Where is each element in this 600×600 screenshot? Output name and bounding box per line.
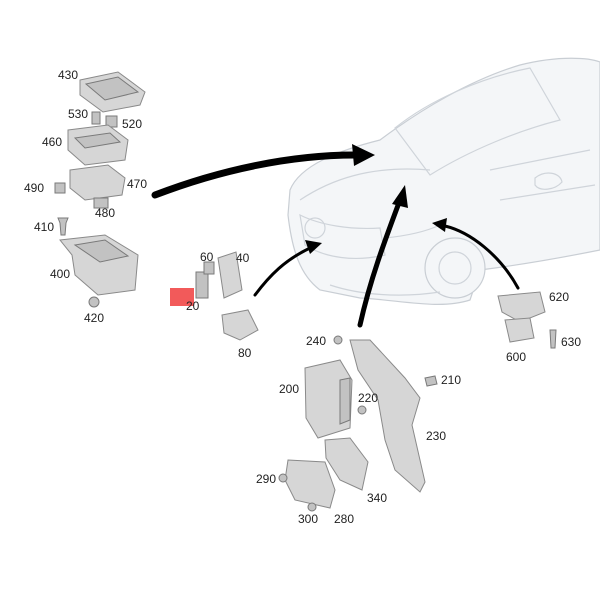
vehicle bbox=[287, 57, 600, 305]
part-300-screw bbox=[307, 502, 317, 512]
part-470-fuse-carrier bbox=[69, 164, 126, 201]
label-300: 300 bbox=[298, 512, 318, 526]
label-40: 40 bbox=[236, 251, 250, 265]
arrow-sensor-head bbox=[432, 218, 447, 232]
label-630: 630 bbox=[561, 335, 581, 349]
front-wheel bbox=[424, 237, 486, 299]
label-340: 340 bbox=[367, 491, 387, 505]
highlight-marker bbox=[170, 288, 194, 306]
part-280-module bbox=[284, 459, 336, 509]
part-220-nut bbox=[357, 405, 367, 415]
part-460-fuse-row bbox=[73, 132, 122, 149]
headlight bbox=[384, 224, 441, 239]
arrow-fusebox-head bbox=[352, 144, 375, 166]
part-420-grommet bbox=[88, 296, 100, 308]
part-530-relay bbox=[91, 111, 101, 125]
arrow-center-head bbox=[392, 185, 408, 208]
label-420: 420 bbox=[84, 311, 104, 325]
module-group bbox=[170, 251, 259, 341]
grille bbox=[299, 213, 386, 259]
windshield bbox=[394, 67, 561, 176]
part-620-bracket bbox=[497, 291, 546, 323]
label-470: 470 bbox=[127, 177, 147, 191]
part-230-bracket bbox=[349, 339, 426, 493]
part-410-bolt bbox=[57, 217, 69, 236]
emblem bbox=[304, 217, 326, 239]
label-480: 480 bbox=[95, 206, 115, 220]
part-430-cover-top bbox=[84, 76, 140, 101]
part-480-relay bbox=[93, 197, 109, 209]
label-400: 400 bbox=[50, 267, 70, 281]
arrow-fusebox bbox=[151, 151, 359, 199]
label-240: 240 bbox=[306, 334, 326, 348]
fuse-box-group bbox=[54, 71, 146, 308]
part-490-clip bbox=[54, 182, 66, 194]
part-630-fastener bbox=[549, 329, 557, 349]
part-400-housing-inner bbox=[73, 239, 130, 263]
label-460: 460 bbox=[42, 135, 62, 149]
front-wheel-hub bbox=[438, 251, 472, 285]
label-280: 280 bbox=[334, 512, 354, 526]
label-600: 600 bbox=[506, 350, 526, 364]
label-200: 200 bbox=[279, 382, 299, 396]
side-mirror bbox=[534, 172, 563, 190]
sensor-group bbox=[497, 291, 557, 349]
lower-center-group bbox=[278, 335, 438, 512]
label-210: 210 bbox=[441, 373, 461, 387]
label-430: 430 bbox=[58, 68, 78, 82]
door-line bbox=[489, 149, 596, 201]
arrows bbox=[151, 144, 520, 328]
label-60: 60 bbox=[200, 250, 214, 264]
label-490: 490 bbox=[24, 181, 44, 195]
part-340-bracket bbox=[324, 437, 369, 491]
hood-line bbox=[299, 168, 431, 201]
label-530: 530 bbox=[68, 107, 88, 121]
part-labels: 430 530 520 460 490 470 480 410 400 420 … bbox=[24, 68, 581, 526]
part-290-clip bbox=[278, 473, 288, 483]
label-220: 220 bbox=[358, 391, 378, 405]
part-200-connector bbox=[339, 377, 351, 425]
arrow-center bbox=[357, 197, 403, 328]
label-620: 620 bbox=[549, 290, 569, 304]
label-410: 410 bbox=[34, 220, 54, 234]
label-290: 290 bbox=[256, 472, 276, 486]
arrow-sensor bbox=[443, 224, 520, 290]
label-230: 230 bbox=[426, 429, 446, 443]
part-60-connector bbox=[203, 261, 215, 275]
label-520: 520 bbox=[122, 117, 142, 131]
part-80-cover bbox=[221, 309, 259, 341]
label-80: 80 bbox=[238, 346, 252, 360]
part-600-sensor bbox=[504, 317, 535, 343]
part-40-control-unit bbox=[217, 251, 243, 299]
part-210-bolt bbox=[424, 375, 438, 387]
label-20: 20 bbox=[186, 299, 200, 313]
part-20-module bbox=[195, 271, 209, 299]
arrow-module-head bbox=[305, 240, 322, 254]
arrow-module bbox=[253, 246, 312, 297]
part-240-screw bbox=[333, 335, 343, 345]
bumper bbox=[329, 284, 441, 296]
